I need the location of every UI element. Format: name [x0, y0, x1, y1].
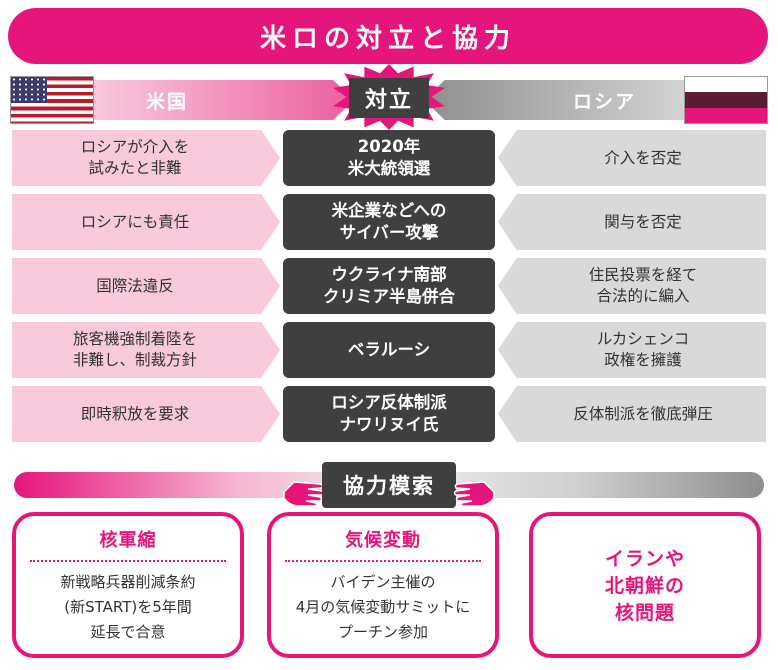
card-line: 延長で合意	[90, 623, 166, 641]
us-position-row-2: ロシアにも責任	[12, 194, 280, 250]
russia-position-text: 反体制派を徹底弾圧	[573, 404, 713, 423]
confrontation-label: 対立	[364, 88, 413, 113]
card-line: 4月の気候変動サミットに	[295, 598, 471, 616]
russia-position-text: 関与を否定	[604, 212, 682, 231]
russia-position-row-2: 関与を否定	[498, 194, 766, 250]
russia-header-band: ロシア	[424, 80, 684, 120]
russia-flag-icon	[684, 76, 768, 124]
confrontation-badge: 対立	[349, 78, 429, 118]
issue-text: サイバー攻撃	[339, 223, 439, 242]
issue-text: 米大統領選	[347, 159, 431, 178]
card-line: プーチン参加	[337, 623, 428, 641]
us-position-text: ロシアが介入を	[80, 138, 190, 156]
us-position-row-5: 即時釈放を要求	[12, 386, 280, 442]
us-position-row-1: ロシアが介入を 試みたと非難	[12, 130, 280, 186]
card-title: 気候変動	[345, 530, 421, 551]
us-position-text: 国際法違反	[96, 276, 174, 295]
issue-text: 米企業などへの	[331, 201, 447, 220]
card-divider	[30, 560, 226, 562]
russia-position-text: 介入を否定	[604, 148, 682, 167]
russia-position-text: ルカシェンコ	[596, 330, 690, 348]
russia-position-text: 住民投票を経て	[588, 266, 698, 284]
issue-text: クリミア半島併合	[323, 287, 455, 306]
hand-left-icon	[283, 481, 325, 507]
us-label: 米国	[146, 90, 189, 113]
russia-position-row-3: 住民投票を経て 合法的に編入	[498, 258, 766, 314]
issue-text: ベラルーシ	[347, 340, 431, 359]
card-line: (新START)を5年間	[64, 598, 192, 616]
issue-text: ウクライナ南部	[331, 265, 447, 284]
page-title: 米ロの対立と協力	[259, 23, 516, 54]
issue-row-4: ベラルーシ	[283, 322, 495, 378]
card-line: イランや	[604, 548, 685, 570]
card-line: 核問題	[614, 602, 675, 624]
cooperation-card-nuclear-issues: イランや 北朝鮮の 核問題	[529, 512, 761, 658]
issue-row-5: ロシア反体制派 ナワリヌイ氏	[283, 386, 495, 442]
card-divider	[285, 560, 481, 562]
card-body: 新戦略兵器削減条約 (新START)を5年間 延長で合意	[16, 570, 240, 645]
card-body: バイデン主催の 4月の気候変動サミットに プーチン参加	[271, 570, 495, 645]
us-position-text: 即時釈放を要求	[80, 404, 190, 423]
title-banner: 米ロの対立と協力	[8, 8, 768, 64]
hand-right-icon	[453, 481, 495, 507]
issue-text: 2020年	[357, 137, 421, 156]
russia-position-row-1: 介入を否定	[498, 130, 766, 186]
issue-text: ロシア反体制派	[331, 393, 447, 412]
card-body: イランや 北朝鮮の 核問題	[533, 546, 757, 627]
us-header-band: 米国	[94, 80, 354, 120]
us-position-row-3: 国際法違反	[12, 258, 280, 314]
card-line: バイデン主催の	[330, 573, 436, 591]
russia-position-text: 合法的に編入	[596, 287, 690, 305]
cooperation-label: 協力模索	[343, 474, 435, 498]
us-position-text: ロシアにも責任	[80, 212, 190, 231]
card-title: 核軍縮	[99, 530, 157, 551]
cooperation-card-climate: 気候変動 バイデン主催の 4月の気候変動サミットに プーチン参加	[267, 512, 499, 658]
russia-label: ロシア	[572, 90, 636, 113]
us-position-text: 非難し、制裁方針	[72, 351, 197, 369]
cooperation-badge: 協力模索	[322, 462, 456, 508]
us-position-text: 旅客機強制着陸を	[72, 330, 197, 348]
russia-position-text: 政権を擁護	[604, 351, 682, 369]
issue-row-2: 米企業などへの サイバー攻撃	[283, 194, 495, 250]
russia-position-row-4: ルカシェンコ 政権を擁護	[498, 322, 766, 378]
card-line: 新戦略兵器削減条約	[60, 573, 196, 591]
russia-position-row-5: 反体制派を徹底弾圧	[498, 386, 766, 442]
cooperation-card-nuclear: 核軍縮 新戦略兵器削減条約 (新START)を5年間 延長で合意	[12, 512, 244, 658]
issue-text: ナワリヌイ氏	[339, 415, 439, 434]
issue-row-3: ウクライナ南部 クリミア半島併合	[283, 258, 495, 314]
card-line: 北朝鮮の	[604, 575, 685, 597]
issue-row-1: 2020年 米大統領選	[283, 130, 495, 186]
us-position-text: 試みたと非難	[88, 159, 182, 177]
us-position-row-4: 旅客機強制着陸を 非難し、制裁方針	[12, 322, 280, 378]
us-flag-icon	[10, 76, 94, 124]
